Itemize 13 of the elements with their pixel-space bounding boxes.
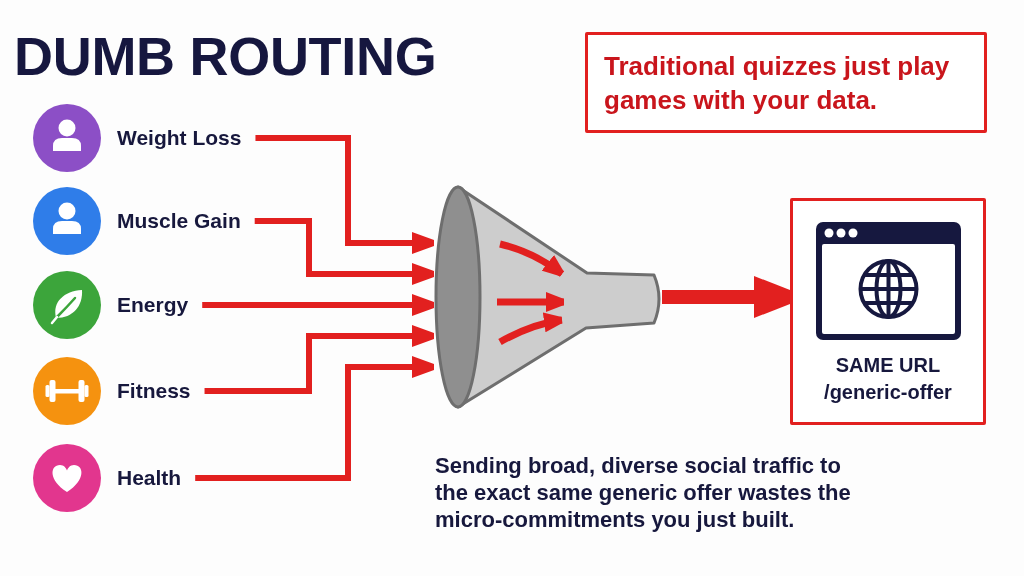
url-heading: SAME URL: [835, 353, 941, 378]
callout-box: [585, 32, 987, 133]
category-label: Muscle Gain: [117, 208, 255, 234]
callout-text: Traditional quizzes just play games with your data.: [604, 49, 951, 117]
category-label: Fitness: [117, 378, 205, 404]
url-path: /generic-offer: [824, 380, 952, 405]
webpage-card: [790, 198, 986, 425]
description-text: Sending broad, diverse social traffic to the exact same generic offer wastes the micro-commitments you just built.: [435, 452, 852, 533]
title: DUMB ROUTING: [14, 25, 437, 88]
category-label: Health: [117, 465, 196, 491]
category-label: Weight Loss: [117, 125, 256, 151]
funnel-shape: [434, 184, 662, 410]
category-label: Energy: [117, 292, 203, 318]
